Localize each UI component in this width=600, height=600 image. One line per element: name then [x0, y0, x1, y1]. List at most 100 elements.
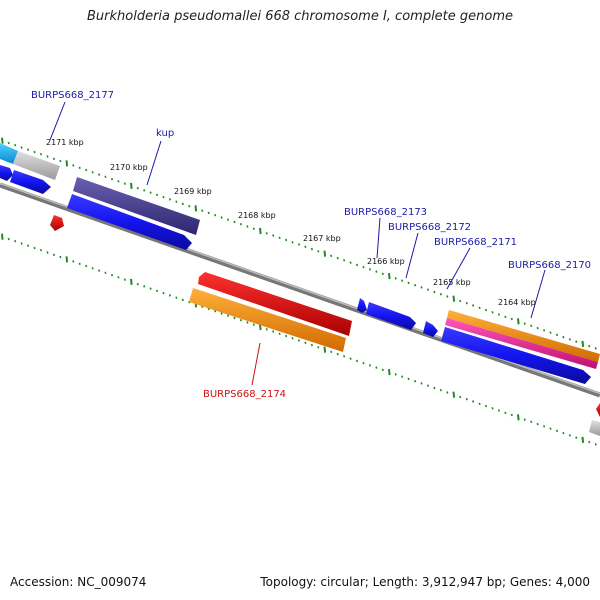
minor-tick	[439, 388, 442, 392]
minor-tick	[549, 427, 552, 430]
minor-tick	[27, 244, 30, 247]
minor-tick	[523, 418, 526, 421]
minor-tick	[304, 245, 307, 249]
gene-feature-purple-kup[interactable]	[73, 177, 200, 235]
minor-tick	[39, 152, 43, 156]
gene-feature-blue-small-2[interactable]	[10, 170, 51, 194]
minor-tick	[394, 373, 397, 376]
gene-label-2172[interactable]: BURPS668_2172	[388, 222, 471, 233]
minor-tick	[433, 290, 436, 294]
minor-tick	[291, 337, 294, 340]
minor-tick	[123, 182, 126, 185]
minor-tick	[510, 317, 513, 321]
minor-tick	[104, 271, 107, 275]
minor-tick	[472, 304, 475, 307]
gene-feature-orange-2174[interactable]	[189, 288, 346, 352]
minor-tick	[336, 352, 339, 356]
major-tick	[130, 278, 133, 285]
major-tick	[581, 436, 585, 443]
minor-tick	[459, 395, 462, 399]
minor-tick	[162, 291, 165, 295]
minor-tick	[420, 382, 423, 385]
minor-tick	[156, 289, 159, 293]
gene-label-2170[interactable]: BURPS668_2170	[508, 260, 591, 271]
minor-tick	[201, 209, 204, 212]
gene-feature-blue-small-3[interactable]	[357, 298, 367, 313]
gene-feature-blue-long-1[interactable]	[67, 194, 192, 250]
minor-tick	[59, 255, 62, 259]
minor-tick	[188, 300, 191, 304]
gene-feature-cyan[interactable]	[0, 143, 18, 164]
minor-tick	[14, 143, 17, 147]
minor-tick	[575, 436, 578, 439]
gene-feature-blue-small-4[interactable]	[423, 321, 438, 337]
leader-2172	[405, 232, 419, 279]
minor-tick	[543, 329, 546, 332]
gene-feature-blue-small-1[interactable]	[0, 165, 13, 181]
minor-tick	[39, 248, 43, 252]
minor-tick	[72, 164, 75, 167]
gene-label-2171[interactable]: BURPS668_2171	[434, 237, 517, 248]
minor-tick	[117, 180, 120, 183]
minor-tick	[85, 168, 88, 172]
minor-tick	[239, 222, 242, 226]
gene-feature-red-small[interactable]	[50, 215, 64, 231]
inner-tick-track	[1, 233, 597, 446]
minor-tick	[536, 326, 539, 330]
minor-tick	[510, 413, 513, 417]
minor-tick	[504, 315, 507, 319]
minor-tick	[472, 400, 475, 403]
gene-feature-orange-right[interactable]	[447, 310, 600, 362]
minor-tick	[407, 281, 410, 285]
minor-tick	[459, 299, 462, 303]
minor-tick	[433, 386, 436, 390]
major-tick	[259, 227, 262, 235]
minor-tick	[7, 237, 10, 241]
minor-tick	[175, 200, 178, 203]
tick-label: 2169 kbp	[174, 187, 212, 196]
major-tick	[452, 295, 456, 302]
gene-feature-gray[interactable]	[13, 151, 60, 180]
genome-summary-text: Topology: circular; Length: 3,912,947 bp…	[260, 575, 590, 589]
minor-tick	[478, 306, 481, 310]
gene-label-2177[interactable]: BURPS668_2177	[31, 90, 114, 101]
minor-tick	[162, 195, 165, 199]
gene-feature-red-long[interactable]	[198, 272, 352, 336]
gene-label-kup[interactable]: kup	[156, 128, 174, 139]
minor-tick	[439, 292, 442, 296]
minor-tick	[381, 272, 384, 276]
minor-tick	[246, 321, 249, 324]
gene-feature-red-edge[interactable]	[596, 403, 600, 417]
tick-label: 2167 kbp	[303, 234, 341, 243]
minor-tick	[214, 309, 217, 313]
minor-tick	[220, 216, 223, 219]
gene-feature-blue-long-2[interactable]	[441, 327, 591, 384]
gene-features	[0, 143, 600, 436]
major-tick	[130, 182, 133, 189]
gene-feature-gray-edge[interactable]	[589, 420, 600, 436]
leader-2173	[376, 217, 381, 259]
minor-tick	[220, 312, 223, 315]
minor-tick	[401, 279, 404, 282]
minor-tick	[98, 173, 101, 176]
minor-tick	[278, 236, 281, 240]
tick-label: 2165 kbp	[433, 278, 471, 287]
minor-tick	[20, 146, 23, 149]
minor-tick	[414, 379, 417, 383]
minor-tick	[91, 267, 94, 270]
major-tick	[517, 318, 520, 325]
gene-label-2173[interactable]: BURPS668_2173	[344, 207, 427, 218]
minor-tick	[478, 402, 481, 406]
minor-tick	[336, 256, 339, 260]
minor-tick	[368, 364, 371, 367]
gene-label-2174[interactable]: BURPS668_2174	[203, 389, 286, 400]
minor-tick	[265, 328, 268, 331]
minor-tick	[355, 359, 359, 363]
minor-tick	[285, 334, 288, 338]
major-tick	[581, 340, 585, 347]
tick-label: 2166 kbp	[367, 257, 405, 266]
gene-feature-blue-mid[interactable]	[366, 302, 416, 330]
minor-tick	[568, 338, 571, 341]
gene-feature-pink-right[interactable]	[445, 318, 598, 369]
